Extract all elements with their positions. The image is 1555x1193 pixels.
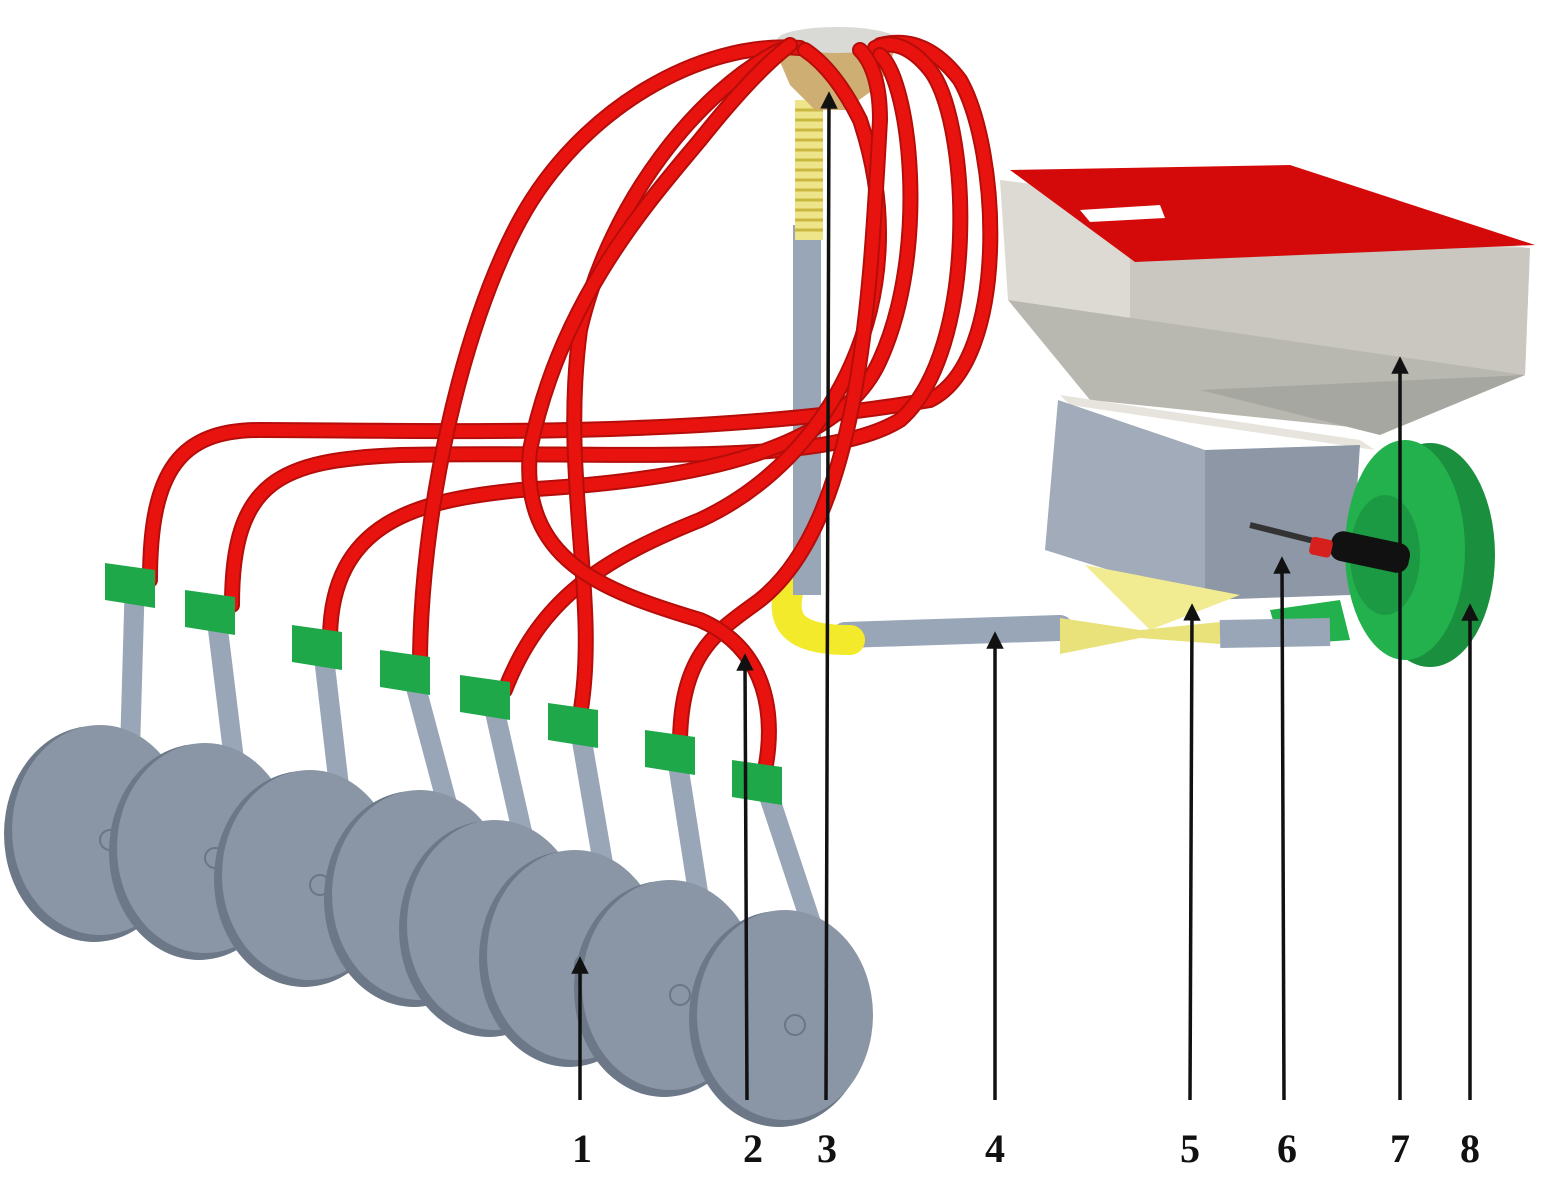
fan-handle: [1329, 531, 1411, 573]
hose-clamp: [380, 650, 430, 695]
label-8: 8: [1460, 1126, 1480, 1171]
hose-clamp: [645, 730, 695, 775]
opener-hub: [784, 1014, 806, 1036]
hopper-lid-notch: [1080, 205, 1165, 222]
hose-clamp: [460, 675, 510, 720]
main-air-tube: [832, 615, 1073, 648]
hose-clamp: [548, 703, 598, 748]
hose-clamp: [732, 760, 782, 805]
arrow-3: [820, 91, 838, 1101]
hopper: [1000, 165, 1535, 435]
label-6: 6: [1277, 1126, 1297, 1171]
label-7: 7: [1390, 1126, 1410, 1171]
fan-connector-tube: [1219, 618, 1331, 648]
hose-3: [324, 49, 917, 646]
elbow: [771, 570, 865, 655]
label-2: 2: [743, 1126, 763, 1171]
metering-box-side: [1205, 445, 1360, 600]
hose-1: [144, 36, 997, 586]
hose-clamp: [105, 563, 155, 608]
label-3: 3: [817, 1126, 837, 1171]
metering-box-top: [1060, 395, 1375, 450]
hose-clamp: [185, 590, 235, 635]
hopper-lid: [1010, 165, 1535, 262]
hose-8: [523, 39, 796, 776]
hose-6: [568, 44, 786, 721]
label-5: 5: [1180, 1126, 1200, 1171]
metering-funnel: [1085, 565, 1240, 630]
hose-clamp: [292, 625, 342, 670]
metering-box-front: [1045, 400, 1205, 600]
opener-disc: [697, 910, 873, 1120]
fan-handle-tip: [1309, 536, 1333, 558]
hose-7: [674, 44, 887, 751]
metering-box: [1045, 395, 1375, 630]
air-pipe: [771, 570, 1331, 655]
opener-tube: [120, 568, 145, 760]
arrow-5: [1183, 603, 1201, 1101]
label-1: 1: [572, 1126, 592, 1171]
callout-numbers: 1 2 3 4 5 6 7 8: [572, 1126, 1480, 1171]
furrow-opener-8: [689, 760, 873, 1127]
venturi: [1060, 618, 1220, 654]
seed-hoses: [142, 34, 999, 778]
opener-hub: [669, 984, 691, 1006]
label-4: 4: [985, 1126, 1005, 1171]
hose-4: [414, 41, 806, 671]
callout-arrows: [571, 91, 1479, 1101]
hopper-funnel-right: [1200, 375, 1525, 435]
arrow-6: [1273, 556, 1291, 1101]
arrow-2: [736, 653, 754, 1101]
